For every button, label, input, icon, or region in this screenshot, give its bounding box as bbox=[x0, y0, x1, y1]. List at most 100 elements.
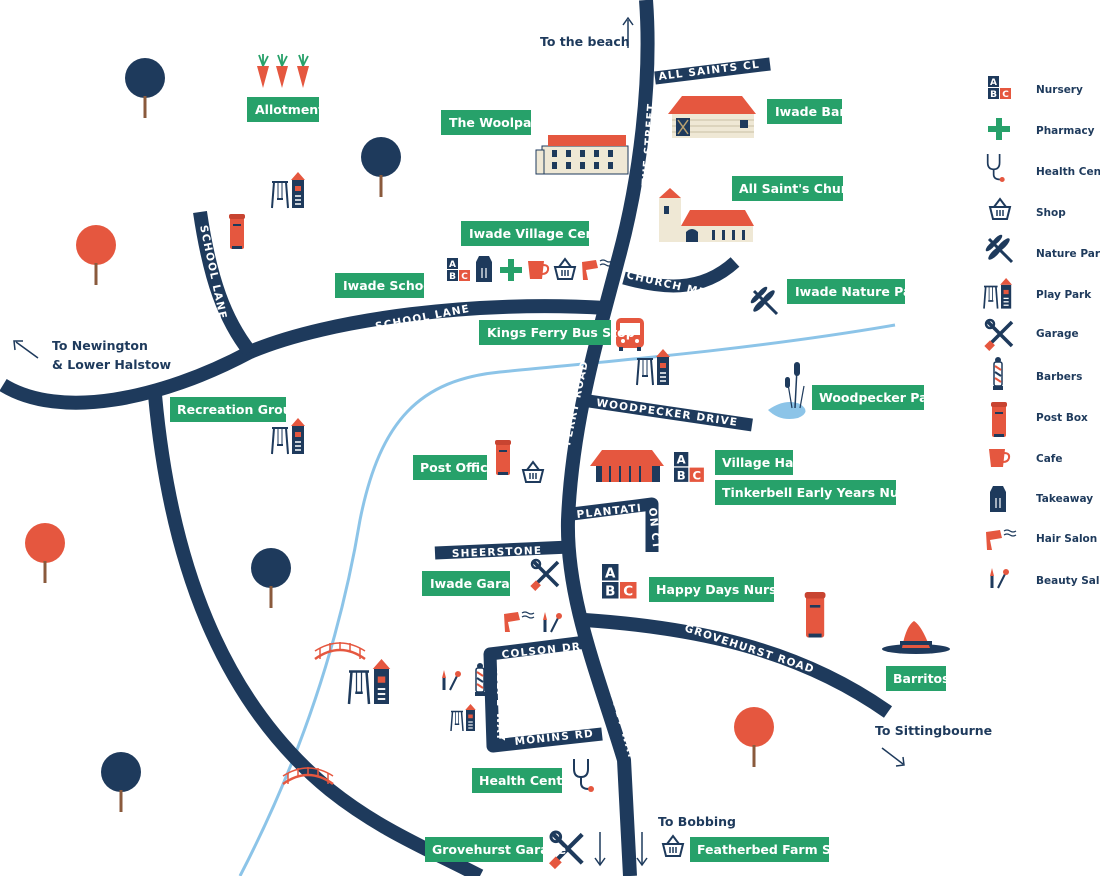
label-grovehurst-garage[interactable]: Grovehurst Garage bbox=[425, 837, 566, 862]
legend-label-cafe: Cafe bbox=[1036, 453, 1062, 465]
label-iwade-school[interactable]: Iwade School bbox=[335, 273, 436, 298]
label-woolpack[interactable]: The Woolpack bbox=[441, 110, 548, 135]
label-church-text: All Saint's Church bbox=[739, 181, 863, 196]
road-label-plantation-ct-b: ON CT bbox=[646, 507, 662, 550]
label-village-hall[interactable]: Village Hall bbox=[715, 450, 802, 475]
label-iwade-garage[interactable]: Iwade Garage bbox=[422, 571, 527, 596]
legend-shop-icon bbox=[989, 198, 1011, 220]
label-bus-stop-text: Kings Ferry Bus Stop bbox=[487, 325, 635, 340]
village-hall-building-icon bbox=[590, 450, 664, 482]
direction-beach: To the beach bbox=[540, 34, 630, 49]
nursery-icon bbox=[447, 258, 470, 282]
label-iwade-barn[interactable]: Iwade Barn bbox=[767, 99, 854, 124]
label-nature-park-text: Iwade Nature Park bbox=[795, 284, 927, 299]
road-colson-alefe-monins bbox=[483, 635, 603, 753]
label-woodpecker-text: Woodpecker Park bbox=[819, 390, 943, 405]
tree-navy-icon bbox=[361, 137, 401, 197]
label-iwade-garage-text: Iwade Garage bbox=[430, 576, 527, 591]
garage-icon bbox=[528, 558, 560, 593]
post-box-icon bbox=[495, 440, 511, 475]
label-happy-days[interactable]: Happy Days Nursery bbox=[649, 577, 799, 602]
road-label-grovehurst-road: GROVEHURST ROAD bbox=[683, 622, 816, 675]
label-village-centre-text: Iwade Village Centre bbox=[469, 226, 615, 241]
legend-nursery-icon bbox=[988, 76, 1011, 100]
label-bus-stop[interactable]: Kings Ferry Bus Stop bbox=[479, 320, 635, 345]
label-allotments[interactable]: Allotments bbox=[247, 97, 332, 122]
legend-label-health-centre: Health Centre bbox=[1036, 166, 1100, 178]
road-label-the-street: THE STREET bbox=[640, 102, 658, 186]
legend-post-box-icon bbox=[991, 402, 1007, 437]
pharmacy-icon bbox=[500, 259, 522, 281]
play-park-icon bbox=[271, 171, 306, 209]
label-health-centre-text: Health Centre bbox=[479, 773, 577, 788]
arrow-down-icon bbox=[594, 832, 648, 867]
legend-label-garage: Garage bbox=[1036, 328, 1079, 340]
beauty-salon-icon bbox=[440, 668, 463, 692]
tree-navy-icon bbox=[125, 58, 165, 118]
road-all-saints-cl bbox=[654, 57, 771, 85]
legend-beauty-salon-icon bbox=[988, 566, 1011, 590]
legend-nature-park-icon bbox=[982, 231, 1014, 264]
label-nature-park[interactable]: Iwade Nature Park bbox=[787, 279, 927, 304]
legend-label-takeaway: Takeaway bbox=[1036, 493, 1093, 505]
road-the-street bbox=[560, 0, 655, 876]
legend-health-centre-icon bbox=[986, 153, 1006, 183]
shop-icon bbox=[522, 461, 544, 483]
label-recreation-ground[interactable]: Recreation Ground bbox=[170, 397, 309, 422]
tree-red-icon bbox=[734, 707, 774, 767]
label-tinkerbell[interactable]: Tinkerbell Early Years Nursery bbox=[715, 480, 935, 505]
label-barritos[interactable]: Barritos bbox=[886, 666, 950, 691]
legend-pharmacy-icon bbox=[988, 118, 1010, 140]
direction-newington-1: To Newington bbox=[52, 338, 148, 353]
legend-label-nursery: Nursery bbox=[1036, 84, 1083, 96]
tree-red-icon bbox=[76, 225, 116, 285]
legend-label-nature-park: Nature Park bbox=[1036, 248, 1100, 260]
road-church-mews bbox=[622, 257, 740, 293]
play-park-icon bbox=[636, 348, 671, 386]
arrow-up-icon bbox=[622, 16, 634, 48]
label-iwade-barn-text: Iwade Barn bbox=[775, 104, 854, 119]
label-woolpack-text: The Woolpack bbox=[449, 115, 548, 130]
label-post-office-text: Post Office bbox=[420, 460, 496, 475]
road-label-school-lane-v: SCHOOL LANE bbox=[197, 224, 229, 321]
label-post-office[interactable]: Post Office bbox=[413, 455, 496, 480]
play-park-icon bbox=[271, 417, 306, 455]
label-village-centre[interactable]: Iwade Village Centre bbox=[461, 221, 615, 246]
river bbox=[238, 323, 896, 876]
road-label-sheerstone: SHEERSTONE bbox=[452, 545, 543, 560]
direction-bobbing: To Bobbing bbox=[658, 814, 736, 829]
sombrero-icon bbox=[882, 621, 950, 654]
tree-red-icon bbox=[25, 523, 65, 583]
takeaway-icon bbox=[475, 255, 493, 283]
label-tinkerbell-text: Tinkerbell Early Years Nursery bbox=[722, 485, 935, 500]
woolpack-building-icon bbox=[535, 135, 629, 175]
label-school-text: Iwade School bbox=[343, 278, 436, 293]
legend-cafe-icon bbox=[988, 448, 1011, 468]
label-barritos-text: Barritos bbox=[893, 671, 950, 686]
road-label-plantation-ct-a: PLANTATI bbox=[576, 502, 643, 521]
label-featherbed[interactable]: Featherbed Farm Shop bbox=[690, 837, 857, 862]
road-school-lane-main bbox=[0, 299, 607, 410]
legend-play-park-icon bbox=[983, 277, 1013, 310]
tree-navy-icon bbox=[251, 548, 291, 608]
label-all-saints-church[interactable]: All Saint's Church bbox=[732, 176, 863, 201]
shop-icon bbox=[554, 258, 576, 280]
beauty-salon-icon bbox=[541, 610, 564, 634]
road-sheerstone bbox=[434, 540, 571, 560]
road-grovehurst bbox=[584, 613, 893, 718]
post-box-icon bbox=[804, 592, 826, 638]
hair-salon-icon bbox=[503, 611, 535, 633]
nursery-icon bbox=[674, 452, 704, 483]
label-featherbed-text: Featherbed Farm Shop bbox=[697, 842, 857, 857]
label-health-centre[interactable]: Health Centre bbox=[472, 768, 577, 793]
barn-building-icon bbox=[668, 96, 756, 138]
nursery-icon bbox=[602, 564, 637, 600]
label-happy-days-text: Happy Days Nursery bbox=[656, 582, 799, 597]
label-woodpecker-park[interactable]: Woodpecker Park bbox=[812, 385, 943, 410]
legend-label-post-box: Post Box bbox=[1036, 412, 1088, 424]
road-woodpecker-drive bbox=[581, 393, 753, 432]
post-box-icon bbox=[229, 214, 245, 249]
carrots-icon bbox=[257, 54, 309, 88]
legend: Nursery Pharmacy Health Centre Shop Natu… bbox=[982, 76, 1100, 590]
